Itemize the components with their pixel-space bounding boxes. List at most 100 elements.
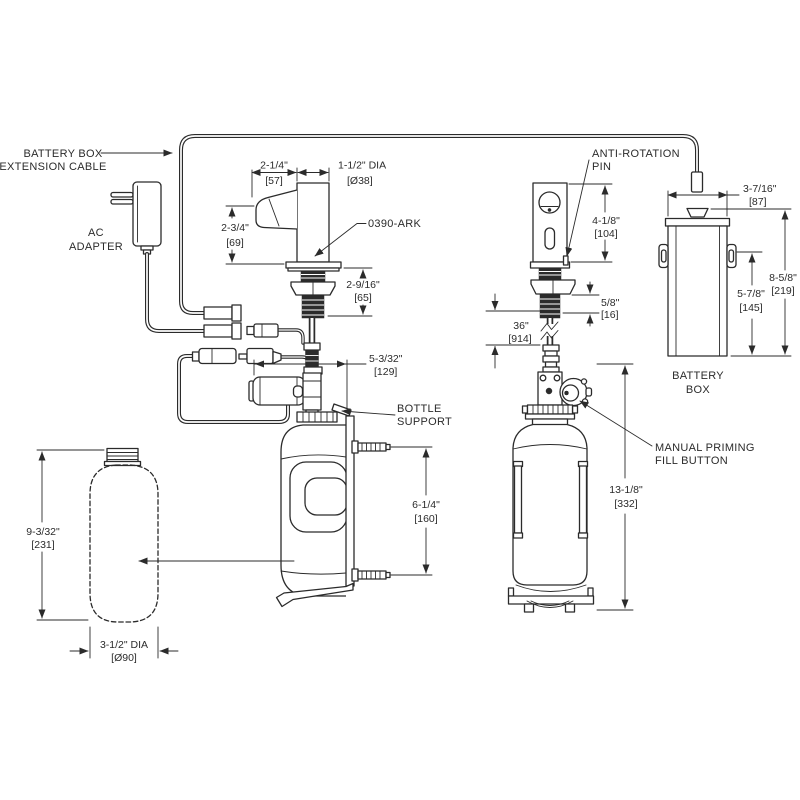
callout-bottle-support: BOTTLE SUPPORT bbox=[341, 403, 452, 428]
dim-text: [332] bbox=[614, 498, 637, 510]
sensor-faucet-front-view bbox=[529, 182, 576, 319]
battery-box-extension-cable bbox=[179, 134, 704, 315]
battery-cable-label-2: EXTENSION CABLE bbox=[0, 161, 107, 173]
dim-text: [160] bbox=[414, 513, 437, 525]
bracket-foot bbox=[275, 582, 354, 608]
dim-text: [69] bbox=[226, 237, 244, 249]
ac-adapter-label-1: AC bbox=[88, 227, 104, 239]
dim-text: [16] bbox=[601, 309, 619, 321]
dim-text: 2-1/4" bbox=[260, 160, 288, 172]
dim-shank-below: 2-9/16" [65] bbox=[327, 267, 380, 317]
part-number-label: 0390-ARK bbox=[368, 218, 422, 230]
anti-rotation-pin bbox=[562, 255, 569, 266]
dim-text: [Ø38] bbox=[347, 175, 373, 187]
dim-sensor-height: 4-1/8" [104] bbox=[568, 183, 620, 263]
sensor-window bbox=[544, 227, 556, 250]
spout-outlet bbox=[538, 191, 561, 214]
inline-plug bbox=[246, 325, 255, 336]
dim-supply-tube: 36" [914] bbox=[485, 293, 541, 369]
dim-text: [65] bbox=[354, 292, 372, 304]
dim-text: 1-1/2" DIA bbox=[338, 160, 386, 172]
barrel-socket bbox=[198, 347, 237, 365]
dim-text: [914] bbox=[508, 333, 531, 345]
bracket-rail bbox=[578, 465, 588, 534]
supply-tube bbox=[540, 318, 560, 373]
pump-assembly bbox=[248, 318, 323, 415]
dim-assembly-height: 13-1/8" [332] bbox=[596, 363, 643, 611]
dim-text: [219] bbox=[771, 285, 794, 297]
dim-bottle-diameter: 3-1/2" DIA [Ø90] bbox=[69, 626, 179, 664]
battery-box-cap bbox=[686, 207, 709, 218]
faucet-side-view bbox=[255, 182, 342, 319]
dim-box-width: 3-7/16" [87] bbox=[667, 183, 777, 217]
dim-text: [87] bbox=[749, 196, 767, 208]
dim-text: 2-3/4" bbox=[221, 222, 249, 234]
dim-box-bracket: 5-7/8" [145] bbox=[736, 251, 765, 355]
dim-text: 3-1/2" DIA bbox=[100, 639, 148, 651]
tube-break-mark bbox=[540, 321, 559, 332]
anti-rotation-label-2: PIN bbox=[592, 161, 611, 173]
dim-text: 5-7/8" bbox=[737, 288, 765, 300]
callout-manual-priming: MANUAL PRIMING FILL BUTTON bbox=[579, 400, 755, 467]
bracket-rail bbox=[513, 465, 523, 534]
dim-text: [231] bbox=[31, 539, 54, 551]
dim-text: 36" bbox=[513, 320, 529, 332]
spade-connector bbox=[203, 306, 233, 320]
barrel-plug-pin bbox=[238, 353, 248, 360]
bottle-outline bbox=[512, 423, 588, 586]
dim-shank-thread: 5/8" [16] bbox=[562, 281, 620, 327]
battery-box-body bbox=[667, 225, 728, 357]
tube-break-mark bbox=[540, 330, 559, 340]
dim-text: 13-1/8" bbox=[609, 484, 643, 496]
barrel-plug bbox=[246, 347, 274, 365]
dim-text: 4-1/8" bbox=[592, 215, 620, 227]
bottle-assembly-side bbox=[275, 403, 391, 608]
deck-flange bbox=[285, 261, 342, 269]
callout-battery-cable: BATTERY BOX EXTENSION CABLE bbox=[0, 148, 173, 173]
shank-threads bbox=[300, 270, 326, 283]
callout-part-number: 0390-ARK bbox=[314, 218, 422, 257]
dim-spout-diameter: 1-1/2" DIA [Ø38] bbox=[297, 160, 386, 187]
fill-button bbox=[561, 384, 580, 402]
pump-head bbox=[302, 372, 322, 411]
bottle-outline-dashed bbox=[89, 464, 159, 623]
bottle-support-label-1: BOTTLE bbox=[397, 403, 442, 415]
plug-prong bbox=[110, 198, 134, 205]
dim-text: [Ø90] bbox=[111, 652, 137, 664]
bottle-cap bbox=[526, 404, 574, 415]
dim-bottle-height: 9-3/32" [231] bbox=[26, 449, 105, 621]
faucet-spout bbox=[255, 189, 298, 230]
cable-end-connector bbox=[690, 171, 704, 193]
dim-pump-offset: 5-3/32" [129] bbox=[253, 353, 403, 409]
bottle-support-label-2: SUPPORT bbox=[397, 416, 452, 428]
soap-bottle bbox=[89, 447, 295, 623]
dim-text: [57] bbox=[265, 175, 283, 187]
ac-adapter-label-2: ADAPTER bbox=[69, 241, 123, 253]
manual-priming-label-2: FILL BUTTON bbox=[655, 455, 728, 467]
dim-text: [129] bbox=[374, 366, 397, 378]
manual-priming-label-1: MANUAL PRIMING bbox=[655, 442, 755, 454]
dim-spout-height: 2-3/4" [69] bbox=[221, 205, 285, 265]
dim-text: 2-9/16" bbox=[346, 279, 380, 291]
priming-pump-assembly bbox=[521, 371, 593, 426]
dim-text: 8-5/8" bbox=[769, 272, 797, 284]
dim-text: 6-1/4" bbox=[412, 499, 440, 511]
dim-text: [104] bbox=[594, 228, 617, 240]
spade-connector bbox=[203, 324, 233, 338]
bottle-cap bbox=[296, 411, 338, 423]
plug-prong bbox=[110, 191, 134, 198]
dim-box-height: 8-5/8" [219] bbox=[710, 208, 797, 357]
bottle-assembly-front bbox=[507, 423, 595, 613]
battery-box: BATTERY BOX bbox=[658, 207, 737, 396]
adapter-cord bbox=[145, 252, 206, 333]
dim-spout-reach: 2-1/4" [57] bbox=[251, 160, 298, 198]
dim-text: [145] bbox=[739, 302, 762, 314]
anti-rotation-label-1: ANTI-ROTATION bbox=[592, 148, 680, 160]
battery-cable-label-1: BATTERY BOX bbox=[23, 148, 102, 160]
dim-text: 5/8" bbox=[601, 297, 620, 309]
dim-bracket-span: 6-1/4" [160] bbox=[390, 446, 440, 576]
bottle-stand bbox=[507, 595, 595, 605]
dim-text: 9-3/32" bbox=[26, 526, 60, 538]
battery-box-label-2: BOX bbox=[686, 384, 710, 396]
